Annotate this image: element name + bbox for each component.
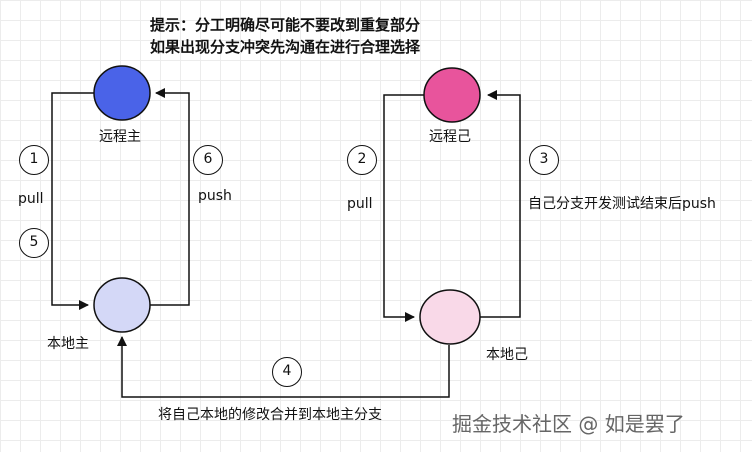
label-local-self: 本地己 bbox=[486, 347, 528, 363]
label-push-right: 自己分支开发测试结束后push bbox=[528, 196, 716, 212]
label-remote-self: 远程己 bbox=[429, 129, 471, 145]
node-local-self bbox=[419, 289, 481, 345]
label-pull-left: pull bbox=[18, 191, 44, 207]
tip-line-2: 如果出现分支冲突先沟通在进行合理选择 bbox=[150, 38, 421, 56]
label-merge: 将自己本地的修改合并到本地主分支 bbox=[158, 407, 382, 423]
tip-line-1: 提示：分工明确尽可能不要改到重复部分 bbox=[150, 16, 421, 34]
edge-push-local-main-to-remote-main bbox=[150, 88, 190, 306]
node-remote-main bbox=[93, 65, 151, 121]
step-badge-1: 1 bbox=[19, 145, 49, 175]
label-remote-main: 远程主 bbox=[99, 129, 141, 145]
step-badge-2: 2 bbox=[347, 145, 377, 175]
edge-pull-remote-self-to-local-self bbox=[383, 94, 424, 322]
label-push-left: push bbox=[198, 188, 232, 204]
node-remote-self bbox=[423, 67, 481, 123]
watermark: 掘金技术社区 @ 如是罢了 bbox=[452, 412, 685, 436]
node-local-main bbox=[93, 277, 151, 333]
step-badge-5: 5 bbox=[19, 228, 49, 258]
edge-merge-local-self-to-local-main bbox=[117, 336, 450, 398]
edge-push-local-self-to-remote-self bbox=[480, 90, 521, 318]
step-badge-6: 6 bbox=[193, 145, 223, 175]
label-local-main: 本地主 bbox=[47, 336, 89, 352]
label-pull-right: pull bbox=[347, 196, 373, 212]
step-badge-4: 4 bbox=[272, 357, 302, 387]
step-badge-3: 3 bbox=[529, 145, 559, 175]
edge-pull-remote-main-to-local-main bbox=[51, 92, 94, 310]
